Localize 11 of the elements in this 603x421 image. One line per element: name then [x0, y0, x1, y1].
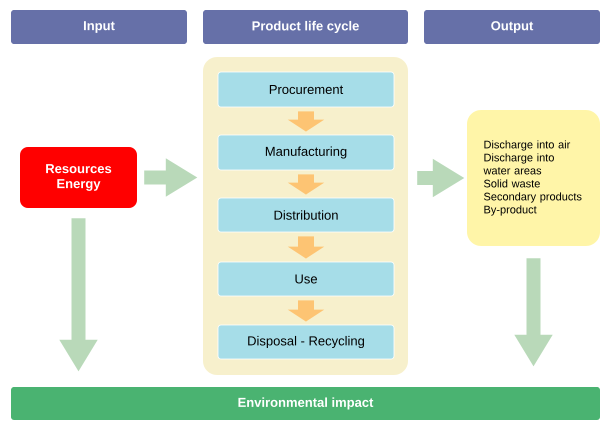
header-band: Input	[11, 10, 187, 44]
stage-box: Use	[218, 262, 394, 296]
impact-band: Environmental impact	[11, 387, 600, 420]
header-band: Output	[424, 10, 600, 44]
input-box: Resources Energy	[20, 147, 137, 208]
header-band: Product life cycle	[203, 10, 408, 44]
stage-box: Disposal - Recycling	[218, 324, 394, 360]
stage-box: Procurement	[218, 72, 394, 108]
stage-box: Manufacturing	[218, 134, 394, 170]
stage-box: Distribution	[218, 198, 394, 232]
output-box: Discharge into air Discharge into water areas Solid waste Secondary products By-product	[467, 110, 600, 246]
